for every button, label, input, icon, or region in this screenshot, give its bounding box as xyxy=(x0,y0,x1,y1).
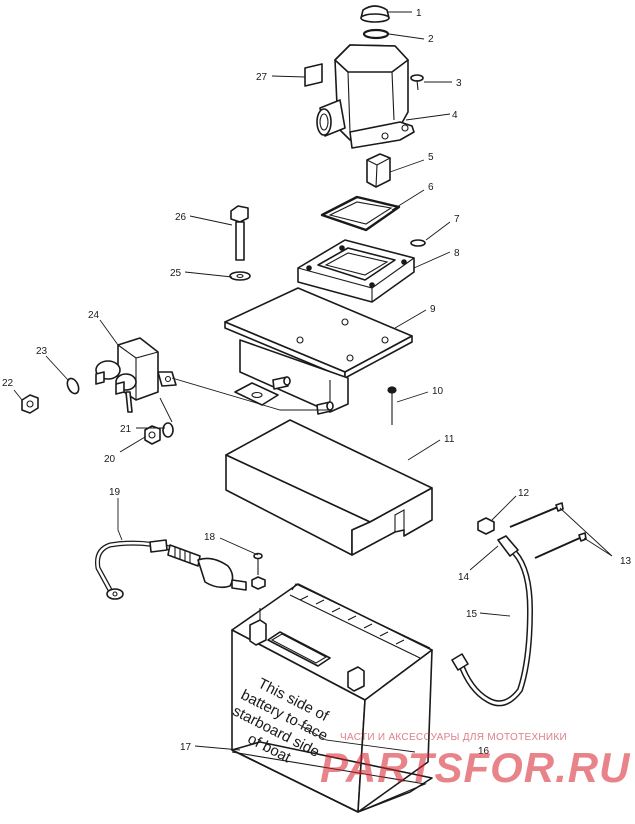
part-battery-cover xyxy=(225,419,433,556)
leader-lines xyxy=(13,11,613,753)
part-nut-20 xyxy=(144,425,161,445)
part-washer-21 xyxy=(162,422,174,438)
part-nut-22 xyxy=(21,394,39,414)
callout-3: 3 xyxy=(456,78,462,89)
part-battery xyxy=(231,583,433,813)
watermark: ЧАСТИ И АКСЕССУАРЫ ДЛЯ МОТОТЕХНИКИ PARTS… xyxy=(320,732,631,791)
callout-17: 17 xyxy=(180,742,192,753)
callout-6: 6 xyxy=(428,182,434,193)
part-battery-cable-19 xyxy=(95,539,247,600)
callout-9: 9 xyxy=(430,304,436,315)
callout-24: 24 xyxy=(88,310,100,321)
part-bolt-26 xyxy=(230,205,249,261)
callout-5: 5 xyxy=(428,152,434,163)
callout-23: 23 xyxy=(36,346,48,357)
callout-19: 19 xyxy=(109,487,121,498)
callout-8: 8 xyxy=(454,248,460,259)
part-label-tag xyxy=(304,63,323,87)
part-connector-14 xyxy=(497,535,519,557)
part-washer-25 xyxy=(229,271,251,281)
callout-14: 14 xyxy=(458,572,470,583)
callout-7: 7 xyxy=(454,214,460,225)
callout-1: 1 xyxy=(416,8,422,19)
watermark-brand: PARTSFOR.RU xyxy=(320,744,631,791)
callout-11: 11 xyxy=(444,434,455,445)
part-housing xyxy=(316,44,415,149)
part-pin-10 xyxy=(387,386,397,425)
callout-15: 15 xyxy=(466,609,478,620)
part-battery-cable-15 xyxy=(451,551,534,707)
watermark-tagline: ЧАСТИ И АКСЕССУАРЫ ДЛЯ МОТОТЕХНИКИ xyxy=(340,732,567,743)
part-screw-3 xyxy=(410,74,424,91)
part-solenoid xyxy=(95,337,177,413)
callout-20: 20 xyxy=(104,454,116,465)
part-cable-ties xyxy=(509,502,587,559)
callout-21: 21 xyxy=(120,424,132,435)
part-cap xyxy=(360,5,390,23)
callout-10: 10 xyxy=(432,386,444,397)
part-block xyxy=(366,153,391,188)
callout-4: 4 xyxy=(452,110,458,121)
part-o-ring xyxy=(362,28,390,40)
callout-labels: 1 2 3 4 5 6 7 8 9 10 11 12 13 14 15 16 1… xyxy=(2,8,632,757)
part-screw-12 xyxy=(477,517,495,535)
part-washer-23 xyxy=(66,377,80,395)
callout-22: 22 xyxy=(2,378,14,389)
part-mount-bracket xyxy=(224,287,413,415)
callout-18: 18 xyxy=(204,532,216,543)
callout-26: 26 xyxy=(175,212,187,223)
part-washer-7 xyxy=(410,239,426,247)
callout-25: 25 xyxy=(170,268,182,279)
part-base-plate xyxy=(297,239,415,303)
part-terminal-bolt-18 xyxy=(251,552,266,590)
callout-12: 12 xyxy=(518,488,530,499)
part-gasket xyxy=(320,195,401,232)
callout-13: 13 xyxy=(620,556,632,567)
callout-27: 27 xyxy=(256,72,268,83)
callout-2: 2 xyxy=(428,34,434,45)
callout-16: 16 xyxy=(478,746,490,757)
